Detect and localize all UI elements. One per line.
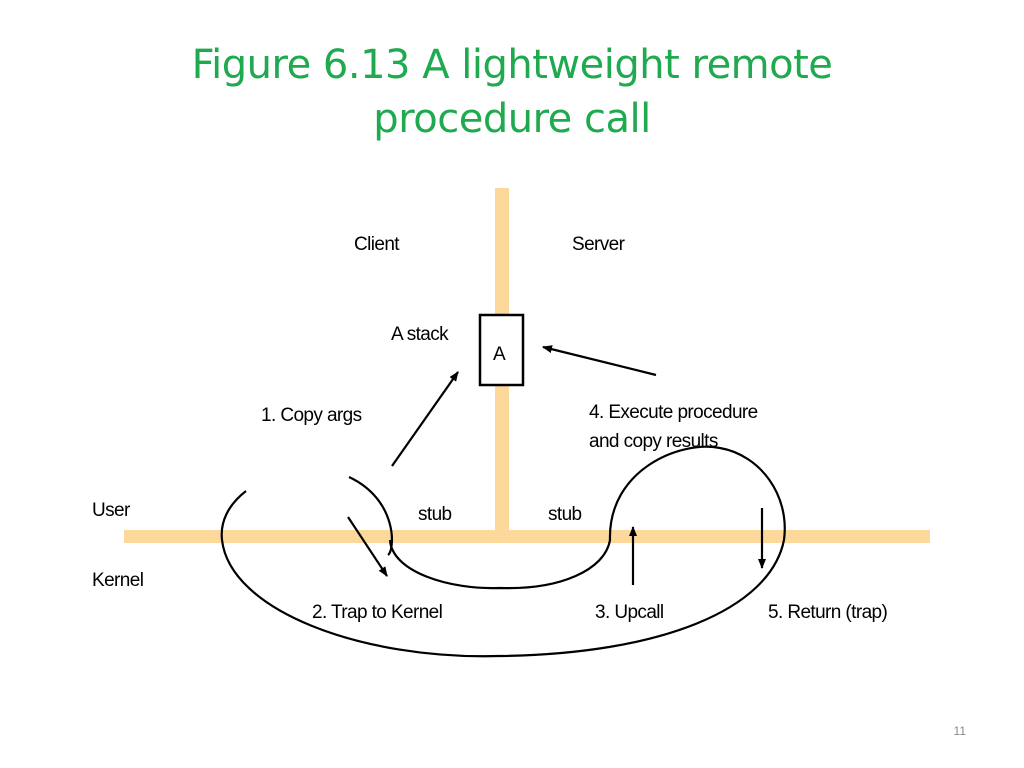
client-trap-loop (348, 476, 393, 556)
client-label: Client (354, 234, 400, 255)
trap-arrow (347, 516, 388, 577)
copy-args-arrow (391, 371, 459, 467)
slide-title: Figure 6.13 A lightweight remote procedu… (0, 38, 1024, 146)
upcall-label: 3. Upcall (595, 602, 664, 623)
user-label: User (92, 500, 131, 521)
a-stack-label: A stack (391, 324, 449, 345)
client-loop-left (220, 490, 247, 541)
page-number: 11 (953, 724, 966, 738)
return-path (220, 539, 786, 658)
client-stub-label: stub (418, 504, 452, 525)
return-trap-label: 5. Return (trap) (768, 602, 887, 623)
execute-label-line1: 4. Execute procedure (589, 402, 758, 423)
a-box-label: A (493, 344, 506, 365)
trap-to-kernel-label: 2. Trap to Kernel (312, 602, 442, 623)
kernel-label: Kernel (92, 570, 143, 591)
copy-args-label: 1. Copy args (261, 405, 362, 426)
a-stack-box (478, 313, 525, 387)
kernel-transfer-path (388, 539, 612, 590)
title-line-2: procedure call (373, 96, 651, 142)
execute-label-line2: and copy results (589, 431, 718, 452)
title-line-1: Figure 6.13 A lightweight remote (191, 42, 833, 88)
server-label: Server (572, 234, 626, 255)
server-execute-loop (608, 445, 786, 541)
server-stub-label: stub (548, 504, 582, 525)
user-kernel-divider (124, 530, 930, 543)
execute-arrow (542, 345, 657, 377)
